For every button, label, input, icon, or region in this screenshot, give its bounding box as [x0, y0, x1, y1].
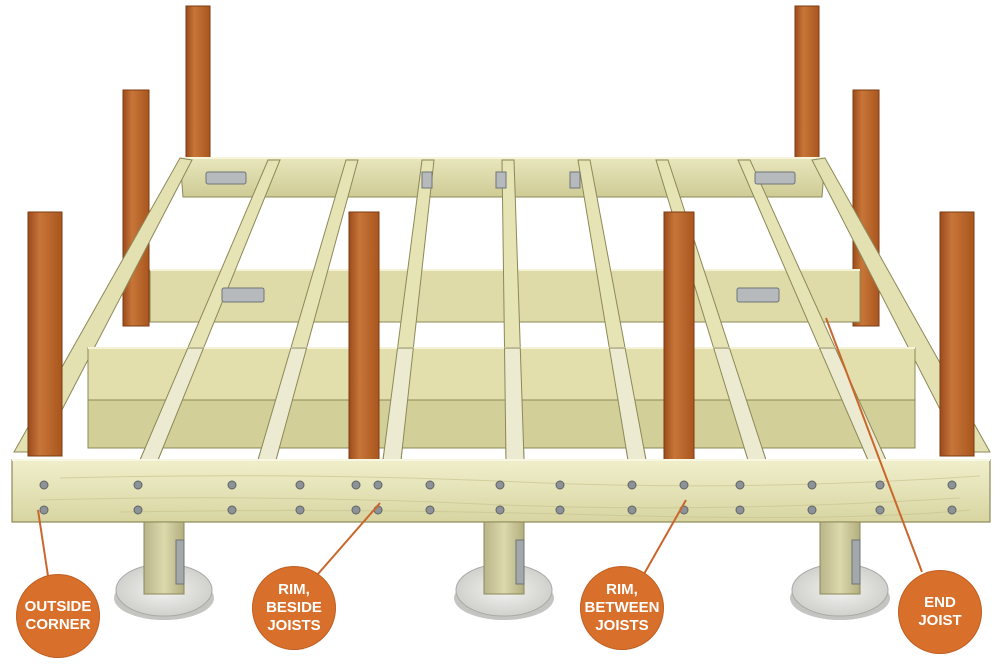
bolt-top-8: [495, 480, 505, 490]
front-posts: [27, 211, 975, 463]
bolt-bottom-4: [295, 505, 305, 515]
post-base-1: [175, 539, 185, 585]
piers: [114, 521, 890, 620]
callout-rim-between-joists-line-2: BETWEEN: [584, 599, 660, 616]
joist-front-4: [503, 347, 525, 461]
bolt-top-4: [295, 480, 305, 490]
bolt-bottom-13: [807, 505, 817, 515]
bolt-bottom-7: [425, 505, 435, 515]
bolt-bottom-1: [39, 505, 49, 515]
callout-outside-corner-line-1: OUTSIDE: [24, 598, 92, 615]
rim-bolts: [39, 480, 957, 515]
leader-outside-corner: [37, 509, 49, 577]
front-beam: [87, 347, 916, 449]
callout-end-joist: END JOIST: [898, 570, 982, 654]
callout-outside-corner: OUTSIDE CORNER: [16, 574, 100, 658]
bolt-top-14: [875, 480, 885, 490]
bolt-top-2: [133, 480, 143, 490]
post-back-left: [185, 5, 211, 187]
leader-end-joist: [825, 317, 923, 573]
bolt-bottom-2: [133, 505, 143, 515]
callout-rim-between-joists: RIM, BETWEEN JOISTS: [580, 566, 664, 650]
leader-rim-beside-joists: [317, 502, 381, 575]
bolt-top-10: [627, 480, 637, 490]
callout-rim-between-joists-line-3: JOISTS: [595, 617, 649, 634]
bolt-top-12: [735, 480, 745, 490]
bolt-top-5: [351, 480, 361, 490]
bolt-top-9: [555, 480, 565, 490]
bolt-top-11: [679, 480, 689, 490]
bolt-top-13: [807, 480, 817, 490]
callout-end-joist-line-2: JOIST: [918, 612, 962, 629]
callout-outside-corner-line-2: CORNER: [25, 616, 91, 633]
bolt-top-3: [227, 480, 237, 490]
bolt-bottom-8: [495, 505, 505, 515]
post-base-2: [515, 539, 525, 585]
callout-rim-beside-joists-line-2: BESIDE: [266, 599, 322, 616]
post-front-center-right: [663, 211, 695, 463]
post-mid-left: [122, 89, 150, 327]
bolt-top-15: [947, 480, 957, 490]
callout-end-joist-line-1: END: [924, 594, 956, 611]
bolt-bottom-10: [627, 505, 637, 515]
post-front-left: [27, 211, 63, 457]
bolt-top-7: [425, 480, 435, 490]
post-back-right: [794, 5, 820, 187]
post-base-3: [851, 539, 861, 585]
bolt-bottom-12: [735, 505, 745, 515]
post-front-right: [939, 211, 975, 457]
leader-rim-between-joists: [643, 499, 687, 575]
bolt-bottom-5: [351, 505, 361, 515]
callout-rim-beside-joists-line-3: JOISTS: [267, 617, 321, 634]
bolt-top-6: [373, 480, 383, 490]
callout-rim-beside-joists-line-1: RIM,: [278, 581, 310, 598]
bolt-bottom-14: [875, 505, 885, 515]
callout-rim-beside-joists: RIM, BESIDE JOISTS: [252, 566, 336, 650]
bolt-bottom-9: [555, 505, 565, 515]
callout-rim-between-joists-line-1: RIM,: [606, 581, 638, 598]
leader-lines: [37, 317, 923, 577]
bolt-bottom-3: [227, 505, 237, 515]
post-front-center-left: [348, 211, 380, 463]
joist-hangers: [205, 171, 796, 303]
bolt-bottom-15: [947, 505, 957, 515]
bolt-top-1: [39, 480, 49, 490]
